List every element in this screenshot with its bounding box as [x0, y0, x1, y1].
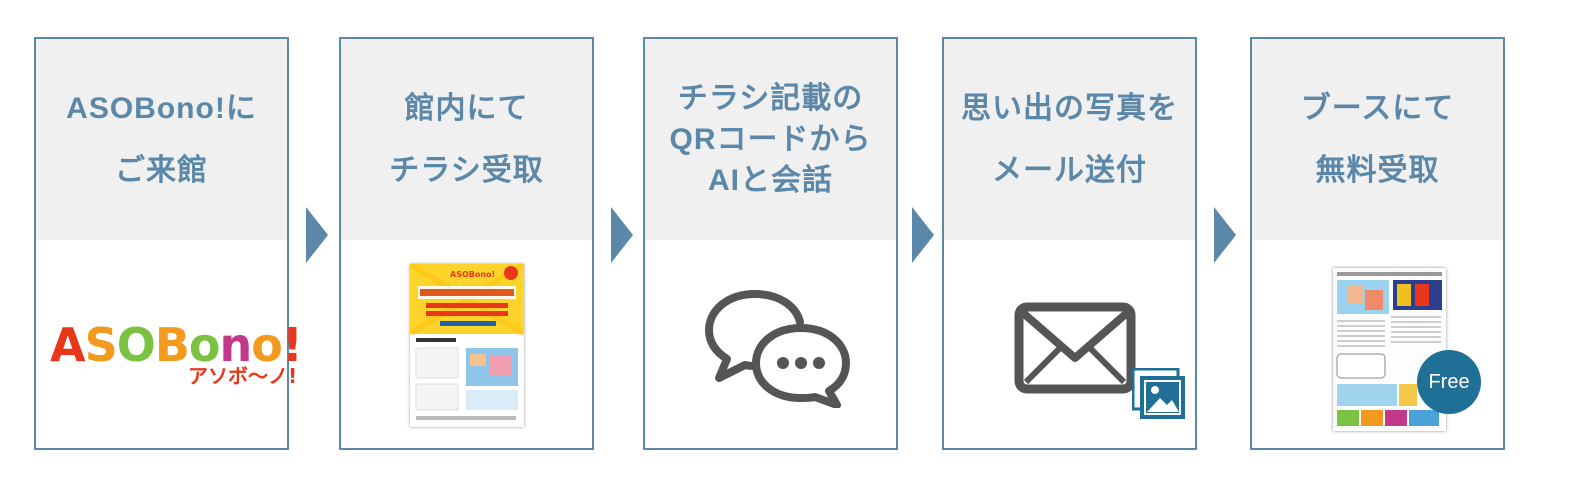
step-3-line-3: AIと会話	[708, 164, 833, 197]
logo-letter: A	[50, 318, 86, 372]
step-1-header: ASOBono!に ご来館	[36, 39, 287, 240]
svg-text:ASOBono!: ASOBono!	[450, 270, 495, 279]
step-3-line-2: QRコードから	[669, 123, 872, 156]
step-4-card: 思い出の写真を メール送付	[942, 37, 1197, 450]
free-badge: Free	[1417, 350, 1481, 414]
step-4-header: 思い出の写真を メール送付	[944, 39, 1195, 240]
step-5-line-1: ブースにて	[1300, 91, 1455, 125]
step-4-line-1: 思い出の写真を	[961, 91, 1178, 125]
step-3-card: チラシ記載の QRコードから AIと会話	[643, 37, 898, 450]
logo-letter: O	[116, 318, 156, 372]
step-4-line-2: メール送付	[992, 153, 1147, 187]
photo-icon	[1132, 368, 1185, 419]
step-5-visual: Free	[1252, 240, 1503, 448]
chat-bubbles-icon	[705, 290, 850, 408]
step-1-line-1: ASOBono!に	[66, 91, 257, 125]
asobono-logo: ASOBono! アソボ〜ノ!	[50, 318, 303, 388]
step-2-header: 館内にて チラシ受取	[341, 39, 592, 240]
step-3-visual	[645, 240, 896, 448]
step-5-line-2: 無料受取	[1315, 153, 1440, 187]
arrow-1-icon	[306, 207, 328, 263]
step-2-line-1: 館内にて	[404, 91, 529, 125]
logo-letter: S	[84, 318, 118, 372]
step-2-card: 館内にて チラシ受取 ASOBono!	[339, 37, 594, 450]
logo-letter: n	[219, 318, 253, 372]
logo-subtitle: アソボ〜ノ!	[188, 364, 298, 388]
step-2-line-2: チラシ受取	[389, 153, 544, 187]
flyer-image: ASOBono!	[410, 264, 524, 427]
step-2-visual: ASOBono!	[341, 240, 592, 448]
step-5-card: ブースにて 無料受取	[1250, 37, 1505, 450]
arrow-2-icon	[611, 207, 633, 263]
step-1-visual: ASOBono! アソボ〜ノ!	[36, 240, 303, 448]
logo-letter: !	[281, 318, 303, 372]
arrow-3-icon	[912, 207, 934, 263]
step-3-line-1: チラシ記載の	[677, 82, 864, 115]
step-1-line-2: ご来館	[115, 153, 208, 187]
logo-letter: B	[154, 318, 190, 372]
arrow-4-icon	[1214, 207, 1236, 263]
logo-letter: o	[251, 318, 283, 372]
step-3-header: チラシ記載の QRコードから AIと会話	[645, 39, 896, 240]
step-4-visual	[944, 240, 1195, 448]
logo-letter: o	[188, 318, 221, 372]
step-5-header: ブースにて 無料受取	[1252, 39, 1503, 240]
mail-icon	[1014, 302, 1136, 394]
step-1-card: ASOBono!に ご来館 ASOBono! アソボ〜ノ!	[34, 37, 303, 450]
